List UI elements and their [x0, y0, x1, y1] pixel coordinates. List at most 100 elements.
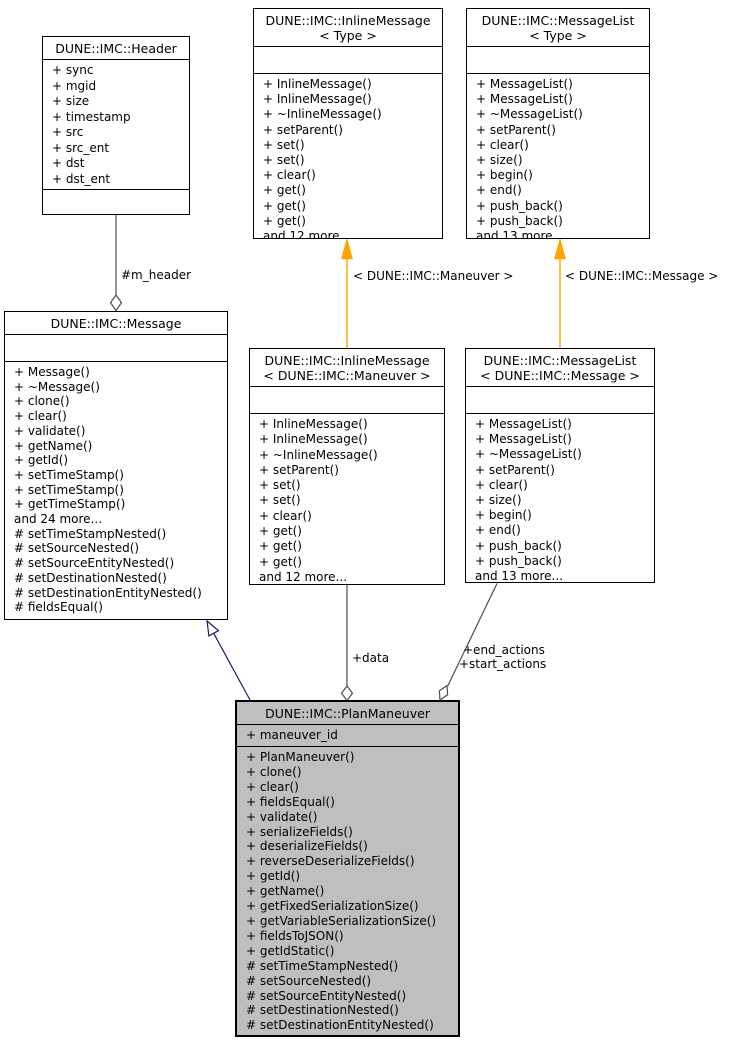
aggregation-diamond [438, 684, 449, 702]
aggregation-diamond [340, 685, 354, 702]
edge-label-end-actions: +end_actions [463, 643, 545, 657]
member-row: # setSourceNested() [246, 973, 372, 988]
aggregation-line [447, 583, 498, 686]
class-box-message-list-message: DUNE::IMC::MessageList < DUNE::IMC::Mess… [465, 348, 655, 583]
class-title-text: DUNE::IMC::Message [50, 316, 182, 331]
class-methods [43, 190, 189, 214]
member-row: + MessageList() [476, 92, 573, 107]
member-row: + end() [476, 183, 522, 198]
member-row: # setSourceNested() [14, 541, 140, 556]
member-row: + push_back() [476, 198, 563, 213]
member-row: + get() [263, 213, 306, 228]
class-title: DUNE::IMC::MessageList < Type > [467, 9, 649, 47]
class-title-template-param: < DUNE::IMC::Maneuver > [263, 368, 431, 383]
member-row: + ~MessageList() [476, 107, 583, 122]
member-row: + getId() [14, 453, 69, 468]
member-row: + clear() [246, 779, 299, 794]
member-row: + getName() [246, 884, 325, 899]
member-row: + push_back() [475, 553, 562, 568]
member-row: + sync [52, 63, 94, 77]
member-row: # setTimeStampNested() [246, 958, 399, 973]
member-row: + ~MessageList() [475, 447, 582, 462]
member-row: # setDestinationEntityNested() [14, 585, 202, 600]
class-methods: + PlanManeuver()+ clone()+ clear()+ fiel… [237, 747, 458, 1035]
member-row: + get() [259, 554, 302, 569]
edge-inheritance [206, 619, 251, 701]
member-row: # setDestinationEntityNested() [246, 1018, 434, 1033]
class-title: DUNE::IMC::PlanManeuver [237, 702, 458, 725]
class-attributes [250, 387, 444, 414]
member-row: + InlineMessage() [259, 432, 368, 447]
class-attributes: + sync+ mgid+ size+ timestamp+ src+ src_… [43, 60, 189, 190]
class-title-text: DUNE::IMC::PlanManeuver [265, 706, 430, 721]
class-attributes [466, 387, 654, 414]
member-row: # setTimeStampNested() [14, 526, 167, 541]
class-title: DUNE::IMC::Header [43, 37, 189, 60]
inheritance-line [213, 633, 251, 701]
member-row: + clear() [14, 409, 67, 424]
member-row: and 13 more... [476, 229, 565, 239]
class-attributes [254, 47, 442, 74]
member-row: + setTimeStamp() [14, 482, 124, 497]
member-row: + getTimeStamp() [14, 497, 126, 512]
class-box-header: DUNE::IMC::Header + sync+ mgid+ size+ ti… [42, 36, 190, 215]
member-row: + clear() [259, 508, 312, 523]
member-row: + set() [263, 137, 305, 152]
member-row: and 12 more... [263, 229, 352, 239]
member-row: + deserializeFields() [246, 839, 368, 854]
member-row: + size() [476, 153, 523, 168]
edge-data [340, 585, 354, 702]
member-row: + InlineMessage() [263, 92, 372, 107]
member-row: + ~InlineMessage() [263, 107, 382, 122]
class-attributes: + maneuver_id [237, 725, 458, 747]
member-row: + Message() [14, 365, 90, 379]
member-row: + clear() [475, 477, 528, 492]
member-row: + getVariableSerializationSize() [246, 913, 437, 928]
member-row: + set() [263, 153, 305, 168]
member-row: + serializeFields() [246, 824, 353, 839]
member-row: + setParent() [263, 122, 343, 137]
member-row: + fieldsEqual() [246, 794, 335, 809]
member-row: and 24 more... [14, 512, 103, 527]
member-row: + begin() [475, 508, 532, 523]
member-row: + size() [475, 493, 522, 508]
member-row: + setParent() [475, 462, 555, 477]
member-row: + clone() [246, 764, 302, 779]
class-box-inline-message-type: DUNE::IMC::InlineMessage < Type > + Inli… [253, 8, 443, 239]
member-row: and 12 more... [259, 569, 348, 584]
member-row: # setDestinationNested() [246, 1003, 399, 1018]
member-row: + set() [259, 478, 301, 493]
edge-label-actions: +end_actions +start_actions [459, 643, 547, 672]
member-row: + reverseDeserializeFields() [246, 854, 415, 869]
class-title-template-param: < Type > [529, 28, 587, 43]
class-methods: + InlineMessage()+ InlineMessage()+ ~Inl… [254, 74, 442, 239]
class-methods: + InlineMessage()+ InlineMessage()+ ~Inl… [250, 414, 444, 584]
class-title: DUNE::IMC::InlineMessage < Type > [254, 9, 442, 47]
member-row: + getIdStatic() [246, 943, 335, 958]
member-row: + MessageList() [475, 417, 572, 431]
edge-label-m-header: #m_header [121, 268, 192, 282]
edge-label-list-instantiation: < DUNE::IMC::Message > [565, 269, 719, 283]
edge-actions [438, 583, 498, 702]
member-row: # setDestinationNested() [14, 570, 167, 585]
template-arrowhead [554, 237, 566, 260]
edge-m-header [109, 215, 123, 312]
member-row: + get() [263, 198, 306, 213]
member-row: + src [52, 125, 84, 139]
member-row: + dst [52, 156, 85, 170]
edge-label-inline-instantiation: < DUNE::IMC::Maneuver > [353, 269, 514, 283]
member-row: + getFixedSerializationSize() [246, 899, 419, 914]
class-title-text: DUNE::IMC::InlineMessage [264, 353, 430, 368]
class-methods: + MessageList()+ MessageList()+ ~Message… [466, 414, 654, 582]
member-row: + ~Message() [14, 379, 100, 394]
member-row: + mgid [52, 78, 97, 93]
member-row: + setParent() [259, 462, 339, 477]
class-attributes [5, 335, 227, 362]
class-title-text: DUNE::IMC::Header [55, 41, 177, 56]
member-row: + dst_ent [52, 171, 111, 186]
edge-label-start-actions: +start_actions [459, 656, 547, 671]
member-row: + validate() [14, 423, 86, 438]
member-row: + clear() [476, 137, 529, 152]
